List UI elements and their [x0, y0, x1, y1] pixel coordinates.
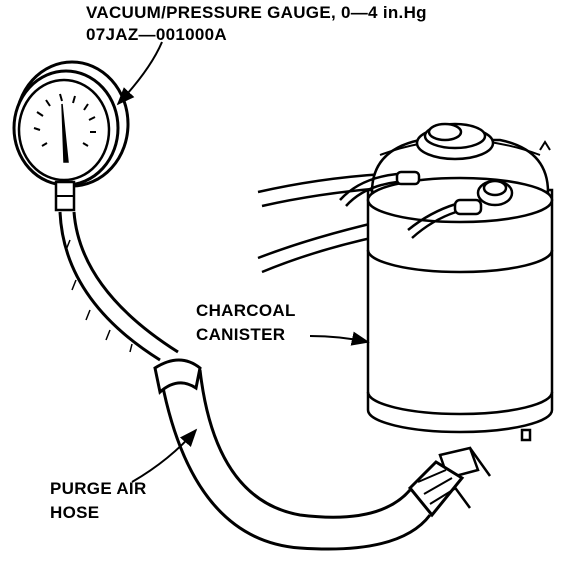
gauge-leader-arrow — [116, 41, 163, 106]
hose-label-line1: PURGE AIR — [50, 479, 147, 498]
gauge-name-label: VACUUM/PRESSURE GAUGE, 0—4 in.Hg — [86, 3, 427, 22]
vacuum-pressure-gauge-icon — [12, 60, 130, 212]
canister-leader-arrow — [309, 331, 370, 346]
charcoal-canister-icon — [257, 122, 554, 509]
leader-lines — [116, 41, 370, 483]
hose-leader-arrow — [131, 428, 198, 483]
canister-label-line1: CHARCOAL — [196, 301, 296, 320]
hose-label-line2: HOSE — [50, 503, 100, 522]
purge-air-hose-icon — [58, 211, 465, 551]
gauge-part-number-label: 07JAZ—001000A — [86, 25, 227, 44]
canister-label-line2: CANISTER — [196, 325, 286, 344]
